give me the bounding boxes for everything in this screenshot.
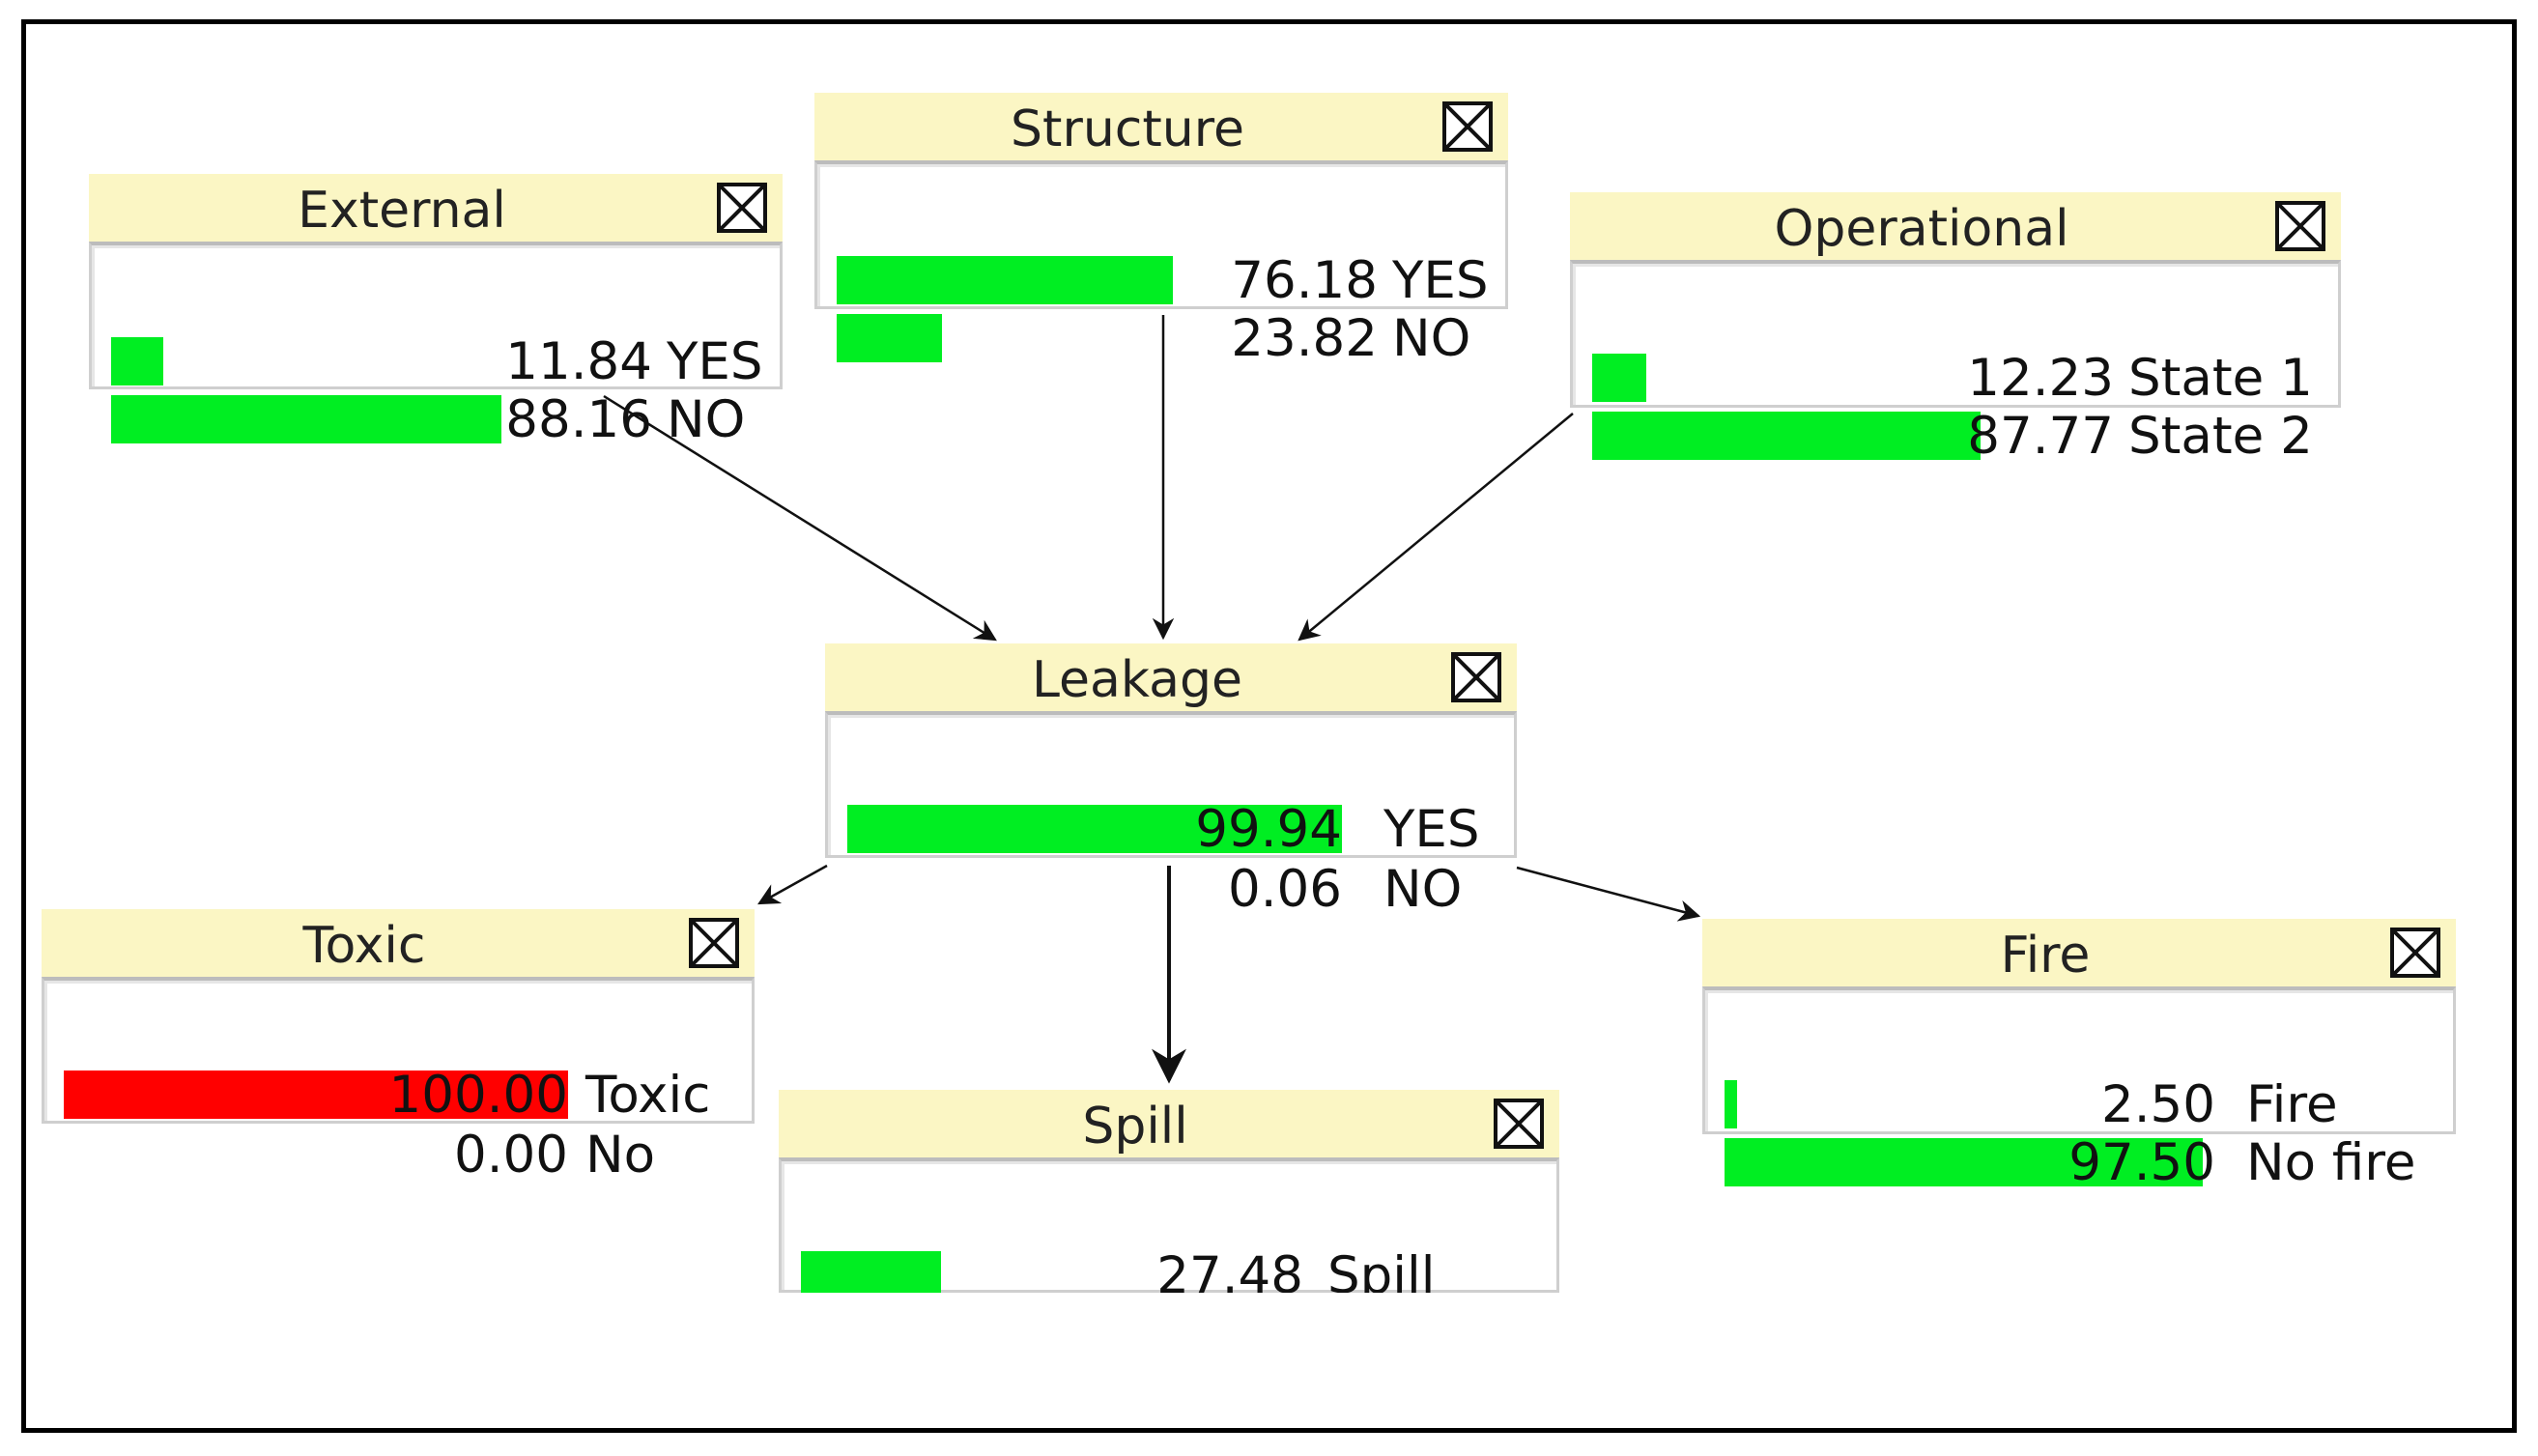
probability-bar [111, 337, 163, 385]
state-probability: 87.77 [1967, 407, 2114, 466]
edge-external-to-leakage [603, 394, 997, 642]
node-body: 27.48Spill72.52No spill [779, 1157, 1559, 1293]
state-label: YES [667, 332, 763, 391]
state-row[interactable]: 0.00 No [64, 1126, 738, 1185]
close-box-icon[interactable] [689, 918, 739, 968]
state-probability: 2.50 [2100, 1075, 2215, 1134]
probability-bar [837, 256, 1173, 304]
state-row[interactable]: 27.48 Spill [801, 1246, 1543, 1293]
state-row[interactable]: 99.94 YES [847, 800, 1500, 859]
state-label: NO [1392, 309, 1471, 368]
node-body: 100.00 Toxic 0.00 No [42, 977, 755, 1185]
close-box-icon[interactable] [1442, 101, 1493, 152]
state-label: Toxic [585, 1066, 711, 1125]
probability-bar [1592, 412, 1981, 460]
state-probability: 23.82 [1231, 309, 1378, 368]
node-title: Fire [2000, 927, 2091, 985]
state-probability: 76.18 [1231, 251, 1378, 310]
state-label: No [585, 1126, 656, 1185]
node-title: External [298, 182, 506, 240]
node-title: Structure [1011, 100, 1244, 158]
node-title: Spill [1082, 1098, 1188, 1156]
probability-bar [1725, 1080, 1737, 1128]
probability-bar [1725, 1138, 2203, 1186]
state-label: State 1 [2128, 349, 2313, 408]
node-body: 2.50 Fire 97.50 No fire [1702, 986, 2456, 1192]
state-row[interactable]: 11.84 YES [111, 332, 766, 391]
state-row[interactable]: 0.06 NO [847, 860, 1500, 919]
node-header[interactable]: Spill [779, 1090, 1559, 1157]
node-header[interactable]: Operational [1570, 192, 2341, 260]
probability-bar [847, 805, 1342, 853]
edge-operational-to-leakage [1298, 413, 1574, 642]
state-row[interactable]: 100.00 Toxic [64, 1066, 738, 1125]
state-label: NO [667, 390, 746, 449]
node-title: Leakage [1032, 651, 1242, 709]
node-external[interactable]: External 11.84 YES 88.16 NO [89, 174, 783, 449]
node-header[interactable]: Structure [814, 93, 1508, 160]
node-body: 99.94 YES 0.06 NO [825, 711, 1517, 919]
close-box-icon[interactable] [2390, 928, 2440, 978]
probability-bar [64, 1071, 568, 1119]
probability-bar [801, 1251, 941, 1293]
close-box-icon[interactable] [2275, 201, 2325, 251]
state-probability: 27.48 [1156, 1246, 1303, 1293]
state-label: YES [1392, 251, 1489, 310]
state-label: State 2 [2128, 407, 2313, 466]
node-header[interactable]: Toxic [42, 909, 755, 977]
close-box-icon[interactable] [717, 183, 767, 233]
edge-leakage-to-toxic [757, 864, 828, 905]
state-probability: 12.23 [1967, 349, 2114, 408]
probability-bar [837, 314, 942, 362]
state-probability: 97.50 [2068, 1133, 2215, 1192]
node-header[interactable]: Leakage [825, 643, 1517, 711]
node-header[interactable]: External [89, 174, 783, 242]
state-row[interactable]: 97.50 No fire [1725, 1133, 2439, 1192]
node-title: Toxic [302, 917, 426, 975]
probability-bar [1592, 354, 1646, 402]
state-label: Spill [1327, 1246, 1436, 1293]
state-label: NO [1383, 860, 1463, 919]
edge-leakage-to-fire [1516, 866, 1701, 922]
state-probability: 100.00 [388, 1066, 568, 1125]
state-row[interactable]: 88.16 NO [111, 390, 766, 449]
state-probability: 11.84 [505, 332, 652, 391]
state-row[interactable]: 2.50 Fire [1725, 1075, 2439, 1134]
state-probability: 88.16 [505, 390, 652, 449]
node-leakage[interactable]: Leakage 99.94 YES 0.06 NO [825, 643, 1517, 919]
state-label: Fire [2246, 1075, 2338, 1134]
close-box-icon[interactable] [1494, 1099, 1544, 1149]
state-probability: 0.06 [1227, 860, 1342, 919]
state-label: No fire [2246, 1133, 2416, 1192]
node-toxic[interactable]: Toxic 100.00 Toxic 0.00 No [42, 909, 755, 1185]
state-probability: 99.94 [1195, 800, 1342, 859]
node-title: Operational [1774, 200, 2069, 258]
node-fire[interactable]: Fire 2.50 Fire 97.50 No fire [1702, 919, 2456, 1192]
node-body: 11.84 YES 88.16 NO [89, 242, 783, 449]
state-label: YES [1383, 800, 1480, 859]
probability-bar [111, 395, 501, 443]
close-box-icon[interactable] [1451, 652, 1501, 702]
node-header[interactable]: Fire [1702, 919, 2456, 986]
state-probability: 0.00 [453, 1126, 568, 1185]
